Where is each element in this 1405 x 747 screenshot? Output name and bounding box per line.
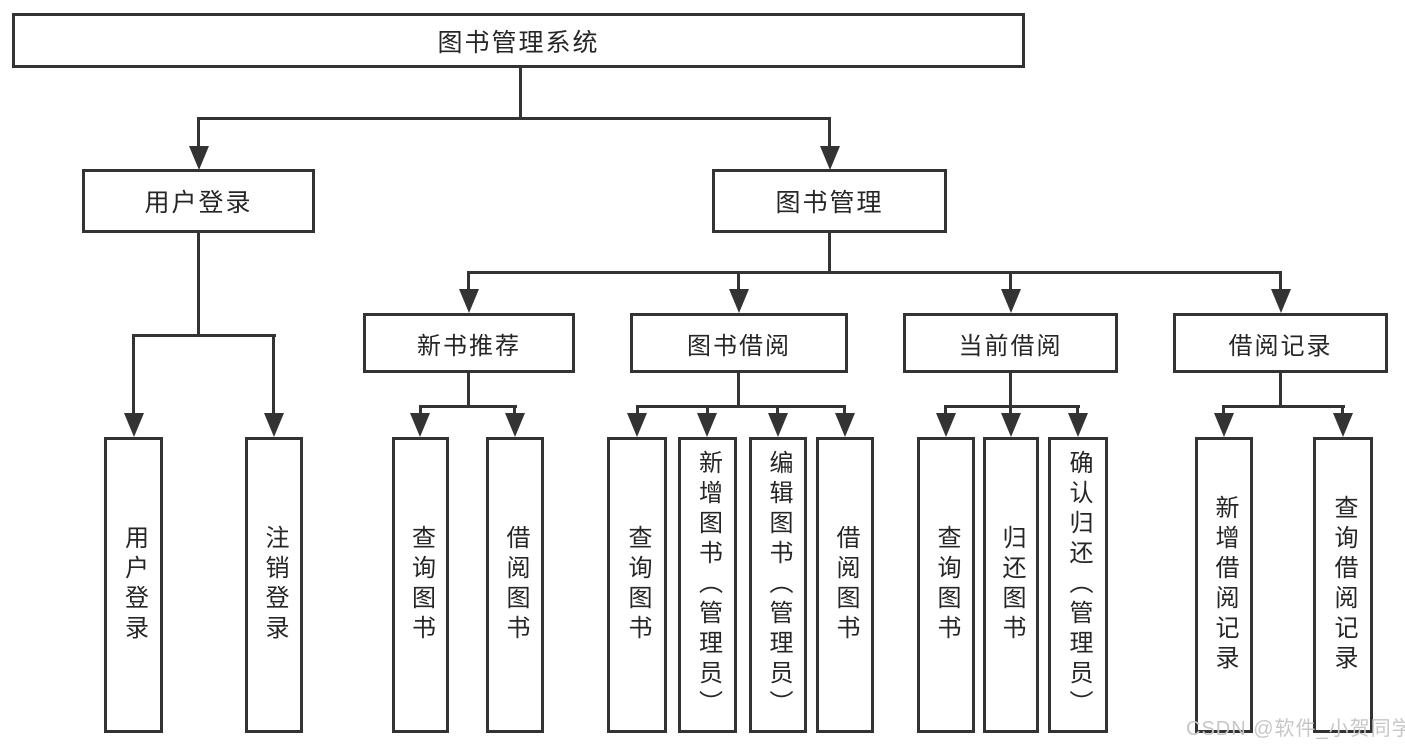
arrow-down-icon	[835, 413, 855, 437]
leaf-borrow-borrow: 借阅图书	[816, 437, 874, 733]
leaf-newbooks-query: 查询图书	[392, 437, 449, 733]
arrow-down-icon	[505, 413, 525, 437]
connector-line	[132, 334, 135, 415]
arrow-down-icon	[1001, 289, 1021, 313]
arrow-down-icon	[1068, 413, 1088, 437]
connector-line	[197, 117, 831, 120]
connector-line	[1279, 271, 1282, 293]
connector-line	[828, 231, 831, 273]
node-book-mgmt: 图书管理	[712, 169, 947, 233]
leaf-label: 确认归还（管理员）	[1065, 450, 1092, 720]
leaf-logout: 注销登录	[245, 437, 303, 733]
leaf-user-login: 用户登录	[104, 437, 163, 733]
connector-line	[272, 334, 275, 415]
arrow-down-icon	[768, 413, 788, 437]
leaf-label: 借阅图书	[502, 525, 529, 645]
connector-line	[1279, 371, 1282, 408]
connector-line	[1341, 405, 1344, 417]
node-user-login: 用户登录	[82, 169, 315, 233]
connector-line	[843, 405, 846, 417]
arrow-down-icon	[697, 413, 717, 437]
connector-line	[1222, 405, 1345, 408]
connector-line	[419, 405, 422, 417]
node-new-books: 新书推荐	[363, 313, 575, 373]
leaf-records-add: 新增借阅记录	[1195, 437, 1253, 733]
arrow-down-icon	[820, 146, 840, 170]
leaf-label: 查询图书	[933, 525, 960, 645]
connector-line	[419, 405, 517, 408]
leaf-label: 注销登录	[261, 525, 288, 645]
connector-line	[467, 271, 1282, 274]
arrow-down-icon	[1001, 413, 1021, 437]
connector-line	[636, 405, 846, 408]
leaf-label: 借阅图书	[832, 525, 859, 645]
leaf-label: 新增图书（管理员）	[694, 450, 722, 720]
connector-line	[197, 117, 200, 151]
connector-line	[1009, 271, 1012, 293]
leaf-label: 用户登录	[120, 525, 148, 645]
connector-line	[737, 271, 740, 293]
connector-line	[1009, 371, 1012, 408]
node-borrow-records: 借阅记录	[1173, 313, 1388, 373]
leaf-current-return: 归还图书	[983, 437, 1039, 733]
leaf-newbooks-borrow: 借阅图书	[486, 437, 544, 733]
connector-line	[828, 117, 831, 151]
connector-line	[467, 271, 470, 293]
leaf-borrow-add: 新增图书（管理员）	[678, 437, 737, 733]
arrow-down-icon	[1214, 413, 1234, 437]
arrow-down-icon	[264, 413, 284, 437]
connector-line	[1009, 405, 1012, 417]
leaf-label: 查询借阅记录	[1330, 495, 1357, 675]
connector-line	[197, 231, 200, 336]
connector-line	[944, 405, 1080, 408]
csdn-watermark: CSDN @软件_小贺同学	[1186, 718, 1405, 740]
connector-line	[636, 405, 639, 417]
node-book-borrow: 图书借阅	[630, 313, 848, 373]
arrow-down-icon	[189, 146, 209, 170]
leaf-records-query: 查询借阅记录	[1313, 437, 1373, 733]
connector-line	[1222, 405, 1225, 417]
connector-line	[944, 405, 947, 417]
node-root: 图书管理系统	[12, 13, 1025, 68]
connector-line	[706, 405, 709, 417]
arrow-down-icon	[936, 413, 956, 437]
leaf-label: 新增借阅记录	[1211, 495, 1238, 675]
leaf-label: 编辑图书（管理员）	[765, 450, 792, 720]
leaf-label: 查询图书	[407, 525, 435, 645]
leaf-borrow-query: 查询图书	[607, 437, 667, 733]
arrow-down-icon	[1271, 289, 1291, 313]
leaf-label: 归还图书	[998, 525, 1025, 645]
leaf-current-query: 查询图书	[917, 437, 975, 733]
leaf-borrow-edit: 编辑图书（管理员）	[749, 437, 807, 733]
leaf-label: 查询图书	[624, 525, 651, 645]
connector-line	[519, 66, 522, 119]
leaf-current-confirm: 确认归还（管理员）	[1048, 437, 1108, 733]
connector-line	[776, 405, 779, 417]
node-current-borrow: 当前借阅	[903, 313, 1118, 373]
connector-line	[513, 405, 516, 417]
connector-line	[467, 371, 470, 408]
connector-line	[737, 371, 740, 408]
arrow-down-icon	[627, 413, 647, 437]
arrow-down-icon	[410, 413, 430, 437]
arrow-down-icon	[729, 289, 749, 313]
arrow-down-icon	[124, 413, 144, 437]
connector-line	[1076, 405, 1079, 417]
arrow-down-icon	[459, 289, 479, 313]
connector-line	[132, 334, 276, 337]
arrow-down-icon	[1333, 413, 1353, 437]
